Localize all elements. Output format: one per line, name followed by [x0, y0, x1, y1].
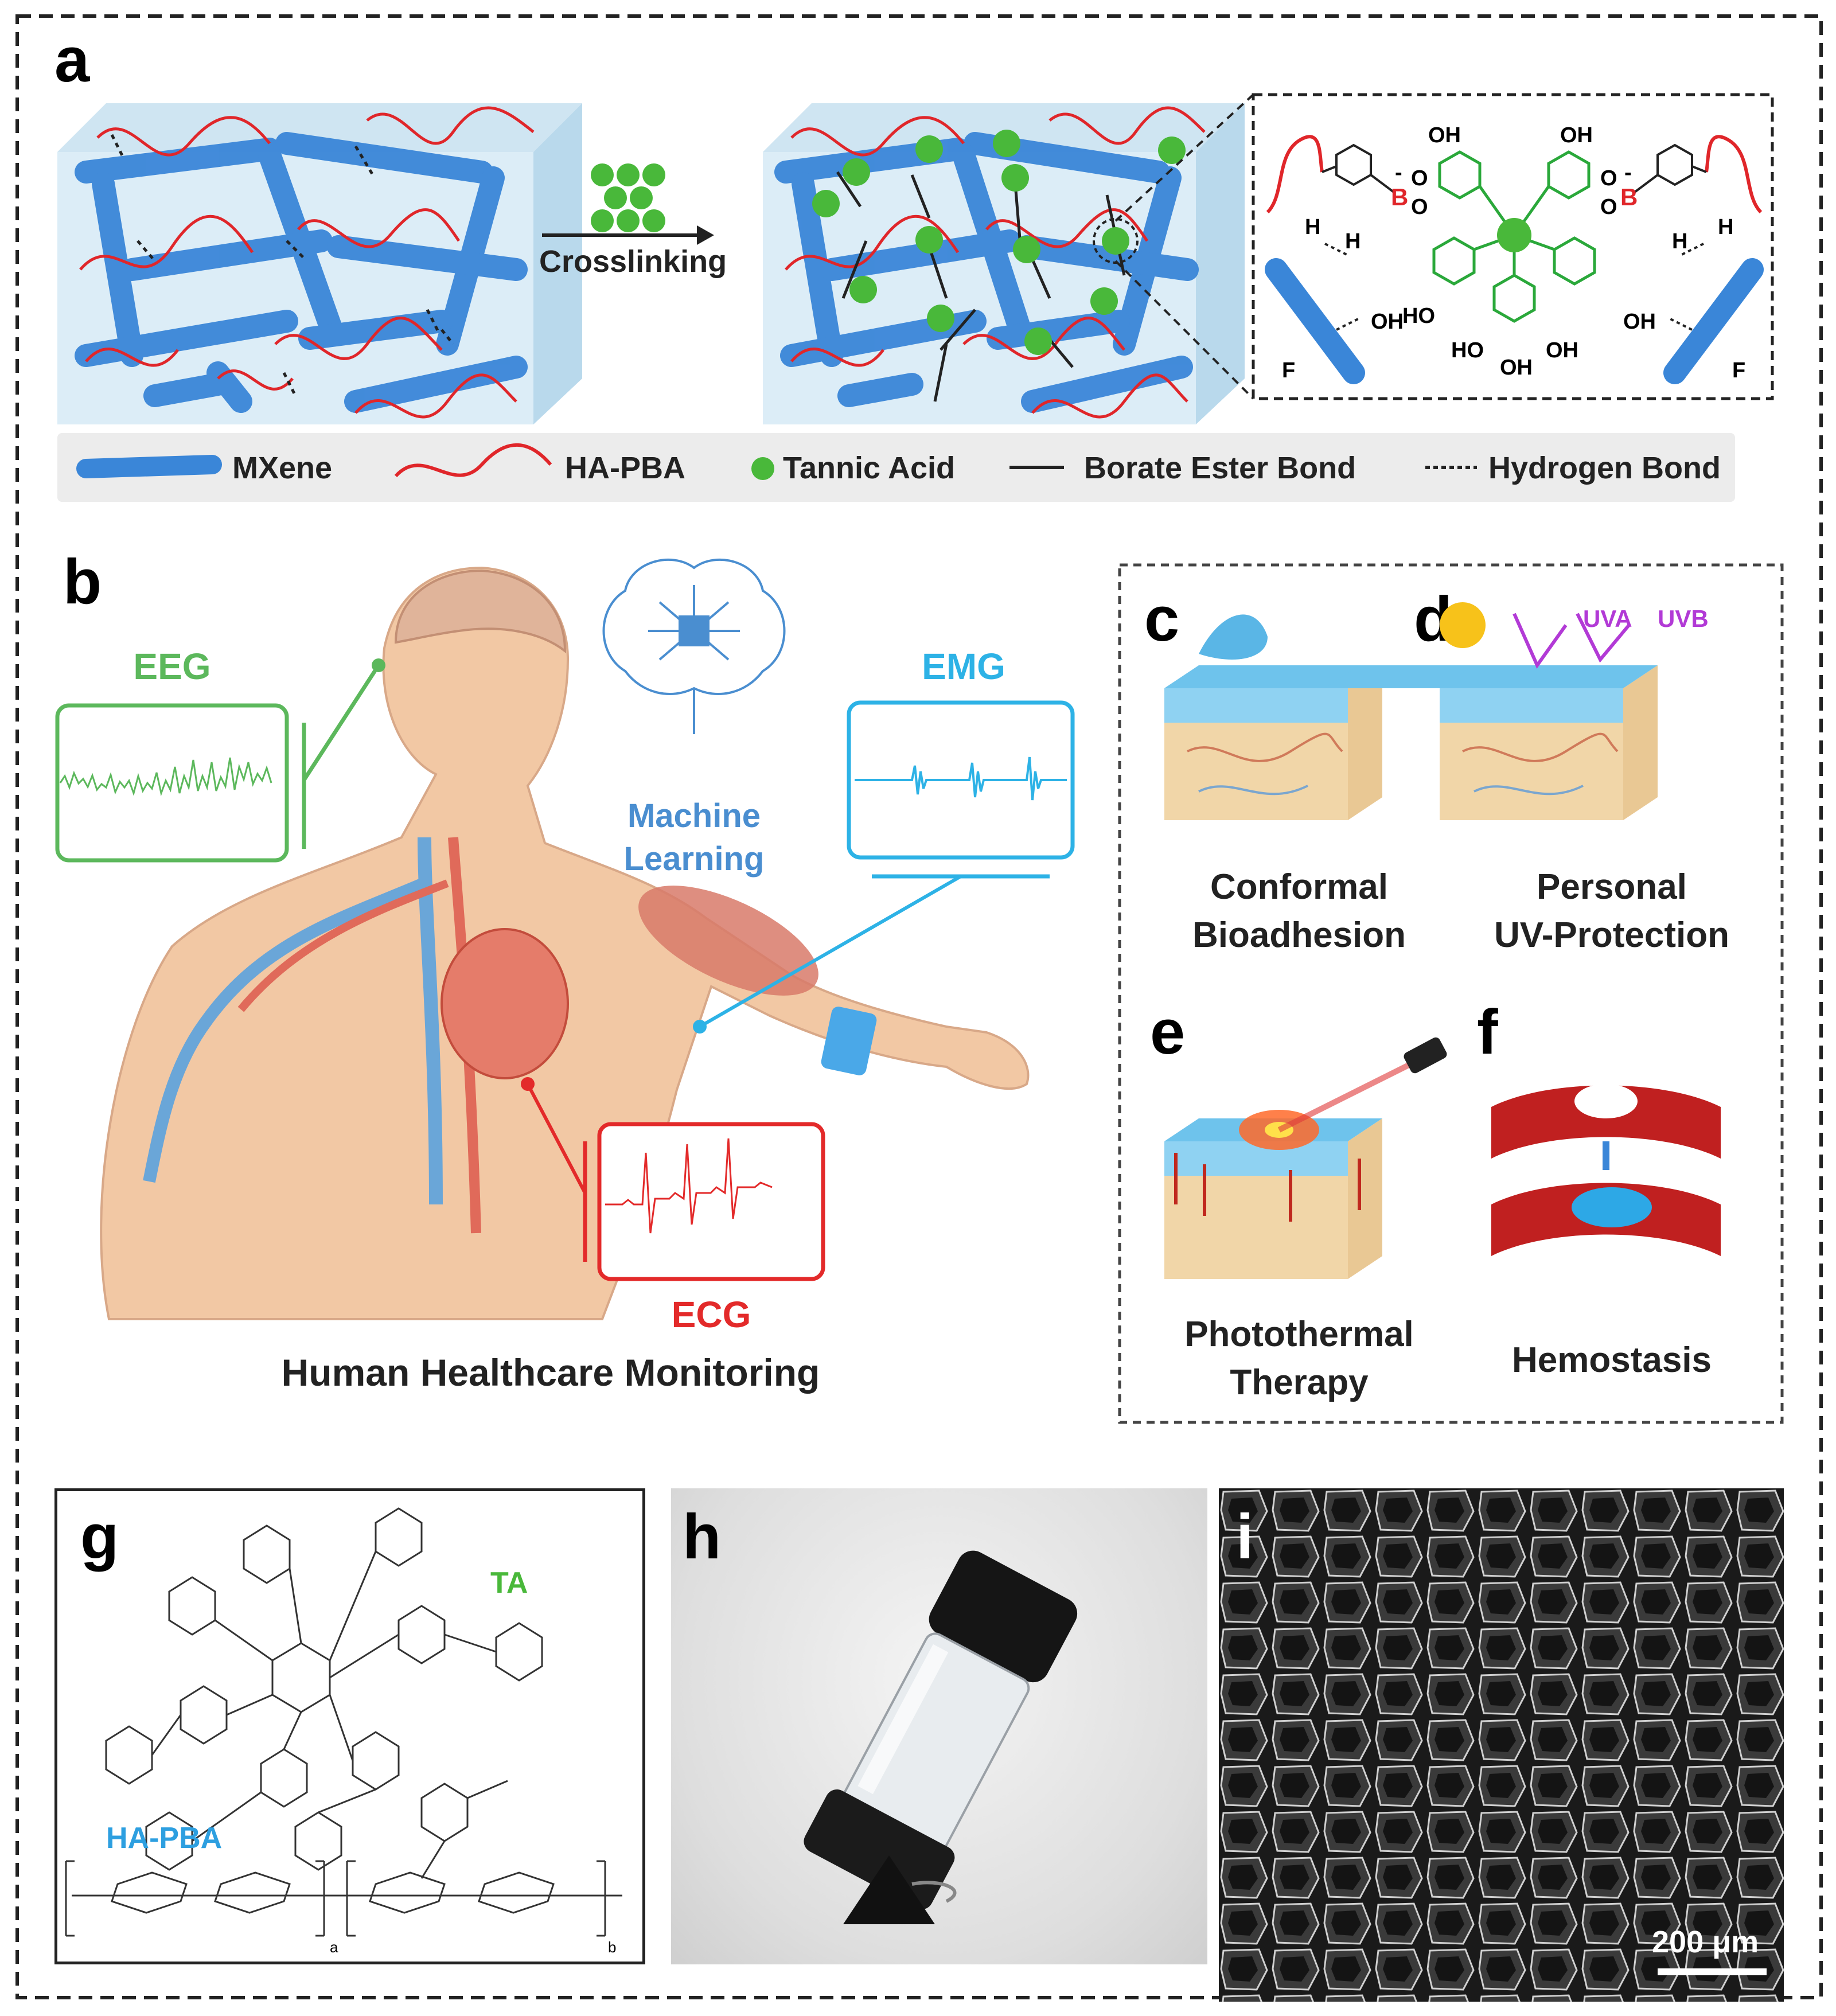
chem-label-o-2: O: [1411, 195, 1428, 219]
caption-f-line1: Hemostasis: [1511, 1340, 1712, 1380]
crosslinking-label: Crosslinking: [539, 244, 727, 279]
vessel-diagram-f: [1491, 1084, 1721, 1256]
hydrogel-network-after: [763, 103, 1245, 424]
skin-block-e: [1164, 1037, 1447, 1279]
chem-label-oh-5: OH: [1500, 356, 1533, 380]
legend-ha-pba: HA-PBA: [565, 451, 685, 485]
panel-b-graphics: [55, 559, 1075, 1320]
chem-label-f-right: F: [1732, 358, 1746, 383]
panel-g-structures: [65, 1507, 622, 1937]
chem-label-h-4: H: [1672, 229, 1688, 254]
ml-label-line1: Machine: [627, 797, 761, 835]
ecg-title: ECG: [671, 1294, 751, 1335]
sem-pore-network: [1219, 1488, 1784, 2002]
chem-label-minus-right: -: [1624, 161, 1632, 185]
caption-d: Personal UV-Protection: [1445, 863, 1778, 959]
caption-e-line2: Therapy: [1230, 1362, 1369, 1402]
panel-g-box: [54, 1488, 645, 1964]
chem-label-o-1: O: [1411, 166, 1428, 190]
panel-label-c: c: [1144, 584, 1180, 654]
chem-label-ho-1: HO: [1451, 338, 1484, 362]
legend-mxene: MXene: [232, 451, 333, 485]
panel-label-i: i: [1236, 1502, 1254, 1572]
tannic-legend-icon: [751, 457, 774, 480]
caption-e-line1: Photothermal: [1184, 1315, 1414, 1354]
borate-ester-chemistry: [1265, 135, 1764, 384]
chem-label-b-left: B: [1391, 184, 1409, 210]
panels-cf-graphics: [1164, 602, 1721, 1279]
chem-label-oh-1: OH: [1428, 123, 1461, 147]
chem-label-oh-3: OH: [1371, 310, 1404, 334]
chem-label-h-3: H: [1345, 229, 1361, 254]
panel-label-f: f: [1477, 997, 1498, 1067]
skin-block-d: [1325, 602, 1658, 820]
caption-f: Hemostasis: [1445, 1336, 1778, 1385]
subscript-b: b: [608, 1939, 617, 1956]
uva-label: UVA: [1583, 605, 1632, 632]
eeg-panel: [55, 658, 385, 863]
panel-b-title: Human Healthcare Monitoring: [281, 1351, 820, 1394]
emg-title: EMG: [922, 646, 1005, 687]
crosslinking-arrow: [542, 163, 714, 245]
skin-block-c: [1164, 614, 1382, 820]
chem-label-oh-2: OH: [1560, 123, 1593, 147]
caption-e: Photothermal Therapy: [1133, 1311, 1465, 1406]
legend-tannic: Tannic Acid: [783, 451, 956, 485]
scale-bar-label: 200 μm: [1652, 1925, 1759, 1959]
human-body-illustration: [100, 566, 1030, 1320]
panel-label-e: e: [1150, 997, 1186, 1067]
sun-icon: [1440, 602, 1486, 648]
emg-waveform: [855, 757, 1067, 801]
panel-a-graphics: [57, 93, 1774, 424]
zoom-lines: [1114, 93, 1254, 400]
legend-icons: [76, 443, 1477, 480]
chem-label-b-right: B: [1620, 184, 1638, 210]
inverted-vial-image: [804, 1550, 1078, 1924]
panel-label-a: a: [54, 25, 90, 95]
chem-label-oh-6: OH: [1546, 338, 1578, 362]
ha-pba-label: HA-PBA: [106, 1822, 223, 1855]
chem-label-o-3: O: [1600, 166, 1617, 190]
ecg-panel: [521, 1077, 825, 1281]
scale-bar: [1658, 1968, 1767, 1975]
caption-d-line1: Personal: [1537, 867, 1687, 907]
eeg-waveform: [59, 757, 272, 797]
chem-label-f-left: F: [1282, 358, 1296, 383]
caption-d-line2: UV-Protection: [1494, 915, 1729, 955]
chem-label-o-4: O: [1600, 195, 1617, 219]
panel-a-legend: [57, 433, 1735, 502]
chem-label-h-2: H: [1718, 215, 1734, 239]
caption-c-line1: Conformal: [1210, 867, 1388, 907]
caption-c-line2: Bioadhesion: [1192, 915, 1406, 955]
mxene-legend-icon: [76, 455, 222, 478]
ha-pba-legend-icon: [394, 443, 552, 478]
legend-borate: Borate Ester Bond: [1084, 451, 1356, 485]
legend-hydrogen: Hydrogen Bond: [1488, 451, 1721, 485]
panel-i-sem-image: [1219, 1488, 1784, 2002]
chem-label-oh-4: OH: [1623, 310, 1656, 334]
chem-label-ho-2: HO: [1402, 304, 1435, 328]
subscript-a: a: [330, 1939, 338, 1956]
ml-brain-icon: [602, 559, 786, 734]
panel-label-g: g: [80, 1502, 119, 1572]
panel-label-b: b: [63, 547, 102, 617]
eeg-title: EEG: [133, 646, 211, 687]
hydrogel-network-before: [57, 103, 582, 424]
ta-label: TA: [490, 1566, 528, 1600]
ecg-waveform: [605, 1138, 773, 1234]
emg-panel: [693, 700, 1075, 1034]
ml-label: Machine Learning: [608, 794, 780, 881]
ml-label-line2: Learning: [623, 840, 765, 878]
panel-label-h: h: [683, 1502, 722, 1572]
caption-c: Conformal Bioadhesion: [1133, 863, 1465, 959]
uvb-label: UVB: [1658, 605, 1709, 632]
chem-label-h-1: H: [1305, 215, 1321, 239]
chem-label-minus-left: -: [1395, 161, 1402, 185]
